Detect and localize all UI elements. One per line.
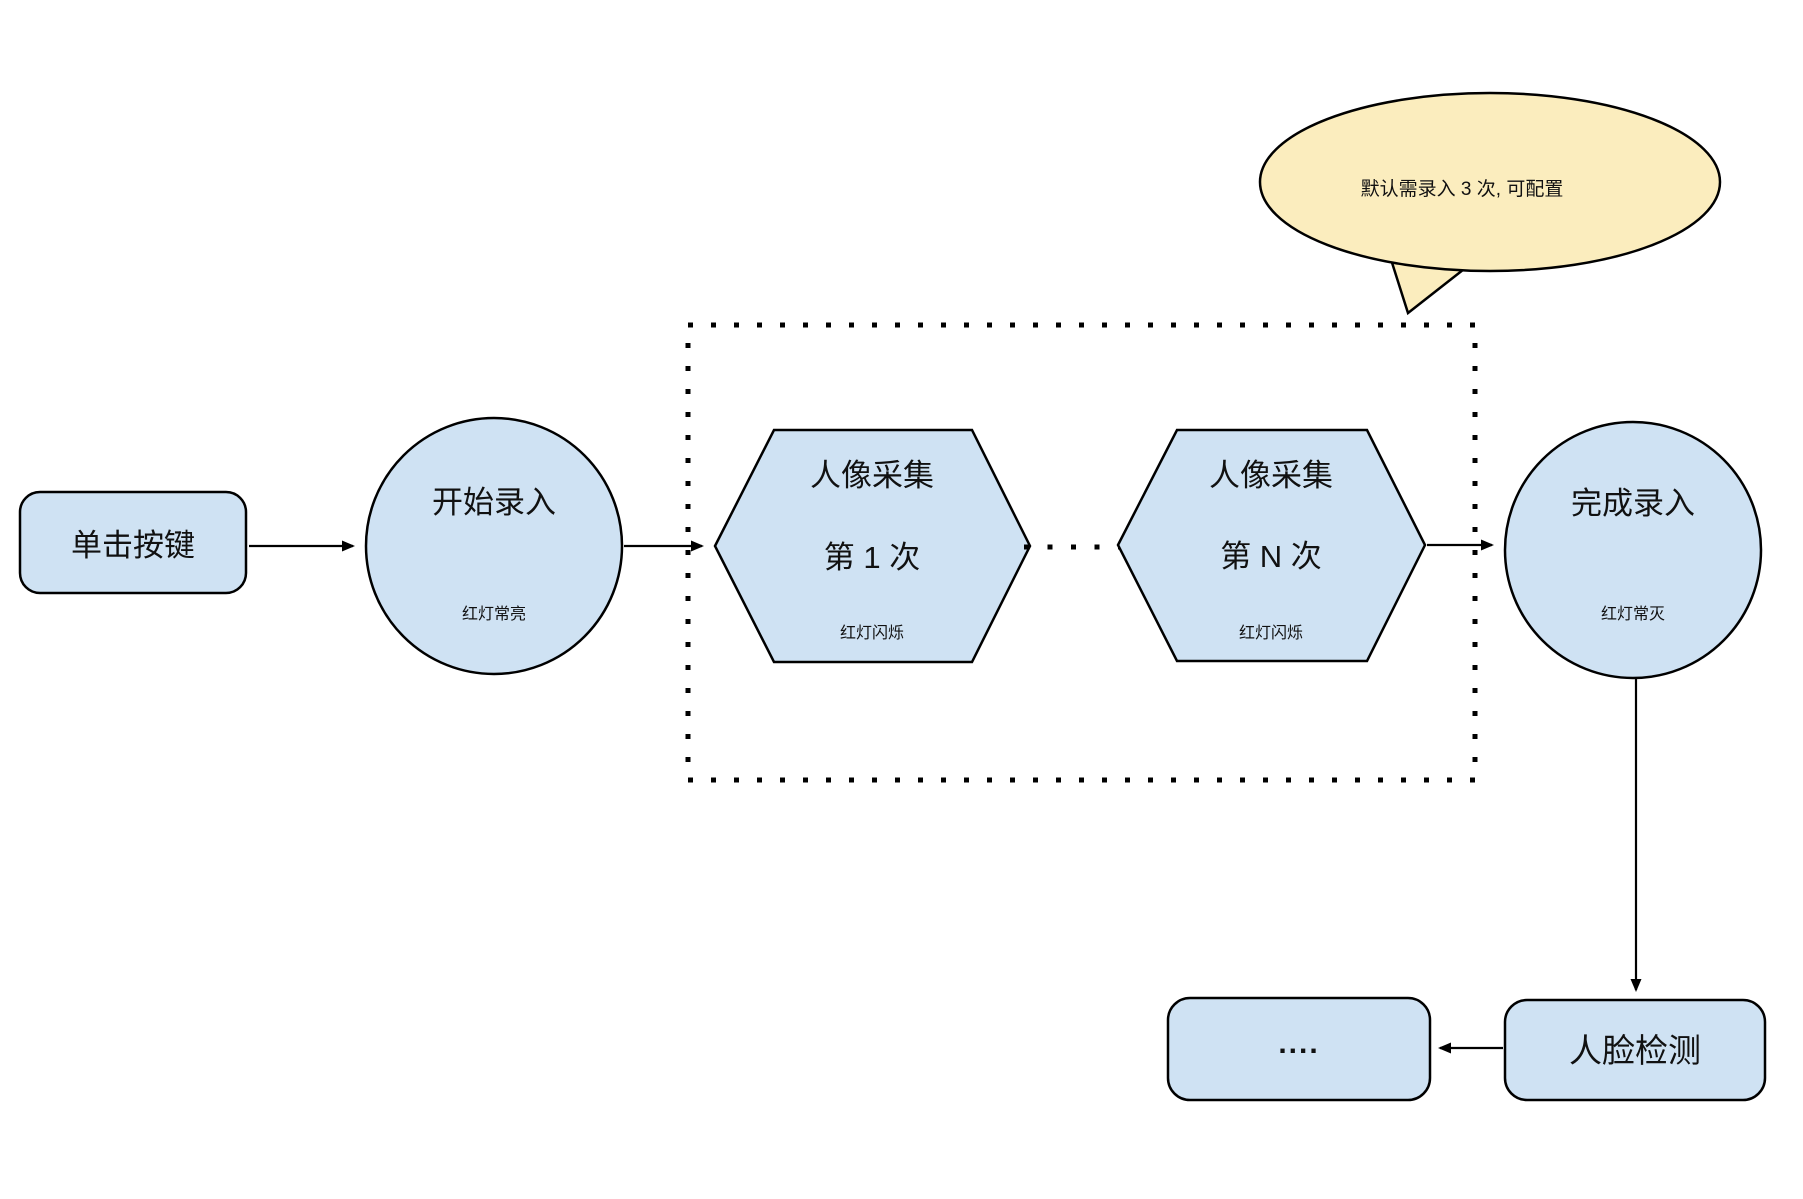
more-steps-label: .... bbox=[1278, 1027, 1319, 1060]
node-finish-entry: 完成录入 红灯常灭 bbox=[1503, 420, 1763, 680]
repetition-dotted-frame bbox=[685, 322, 1478, 783]
face-detect-label: 人脸检测 bbox=[1569, 1032, 1701, 1069]
capture-first-line1: 人像采集 bbox=[810, 458, 934, 493]
start-entry-subtitle: 红灯常亮 bbox=[462, 605, 526, 623]
node-start-entry: 开始录入 红灯常亮 bbox=[364, 416, 624, 676]
capture-nth-shape bbox=[1116, 428, 1427, 663]
callout-text: 默认需录入 3 次, 可配置 bbox=[1361, 178, 1564, 200]
more-steps-shape bbox=[1166, 996, 1432, 1102]
finish-entry-shape bbox=[1503, 420, 1763, 680]
node-more-steps: .... bbox=[1166, 996, 1432, 1102]
node-capture-first: 人像采集 第 1 次 红灯闪烁 bbox=[713, 428, 1032, 664]
face-detect-shape bbox=[1503, 998, 1767, 1102]
finish-entry-title: 完成录入 bbox=[1571, 486, 1695, 521]
capture-first-subtitle: 红灯闪烁 bbox=[840, 624, 904, 642]
capture-nth-line2: 第 N 次 bbox=[1220, 539, 1322, 574]
node-click-button: 单击按键 bbox=[18, 490, 248, 595]
finish-entry-subtitle: 红灯常灭 bbox=[1601, 605, 1665, 623]
start-entry-title: 开始录入 bbox=[432, 485, 556, 520]
click-button-label: 单击按键 bbox=[71, 528, 195, 563]
click-button-shape bbox=[18, 490, 248, 595]
capture-first-shape bbox=[713, 428, 1032, 664]
capture-nth-line1: 人像采集 bbox=[1209, 458, 1333, 493]
node-face-detect: 人脸检测 bbox=[1503, 998, 1767, 1102]
callout-bubble: 默认需录入 3 次, 可配置 bbox=[1258, 91, 1722, 316]
capture-first-line2: 第 1 次 bbox=[824, 540, 920, 575]
node-capture-nth: 人像采集 第 N 次 红灯闪烁 bbox=[1116, 428, 1427, 663]
start-entry-shape bbox=[364, 416, 624, 676]
capture-nth-subtitle: 红灯闪烁 bbox=[1239, 624, 1303, 642]
callout-ellipse bbox=[1258, 91, 1722, 273]
